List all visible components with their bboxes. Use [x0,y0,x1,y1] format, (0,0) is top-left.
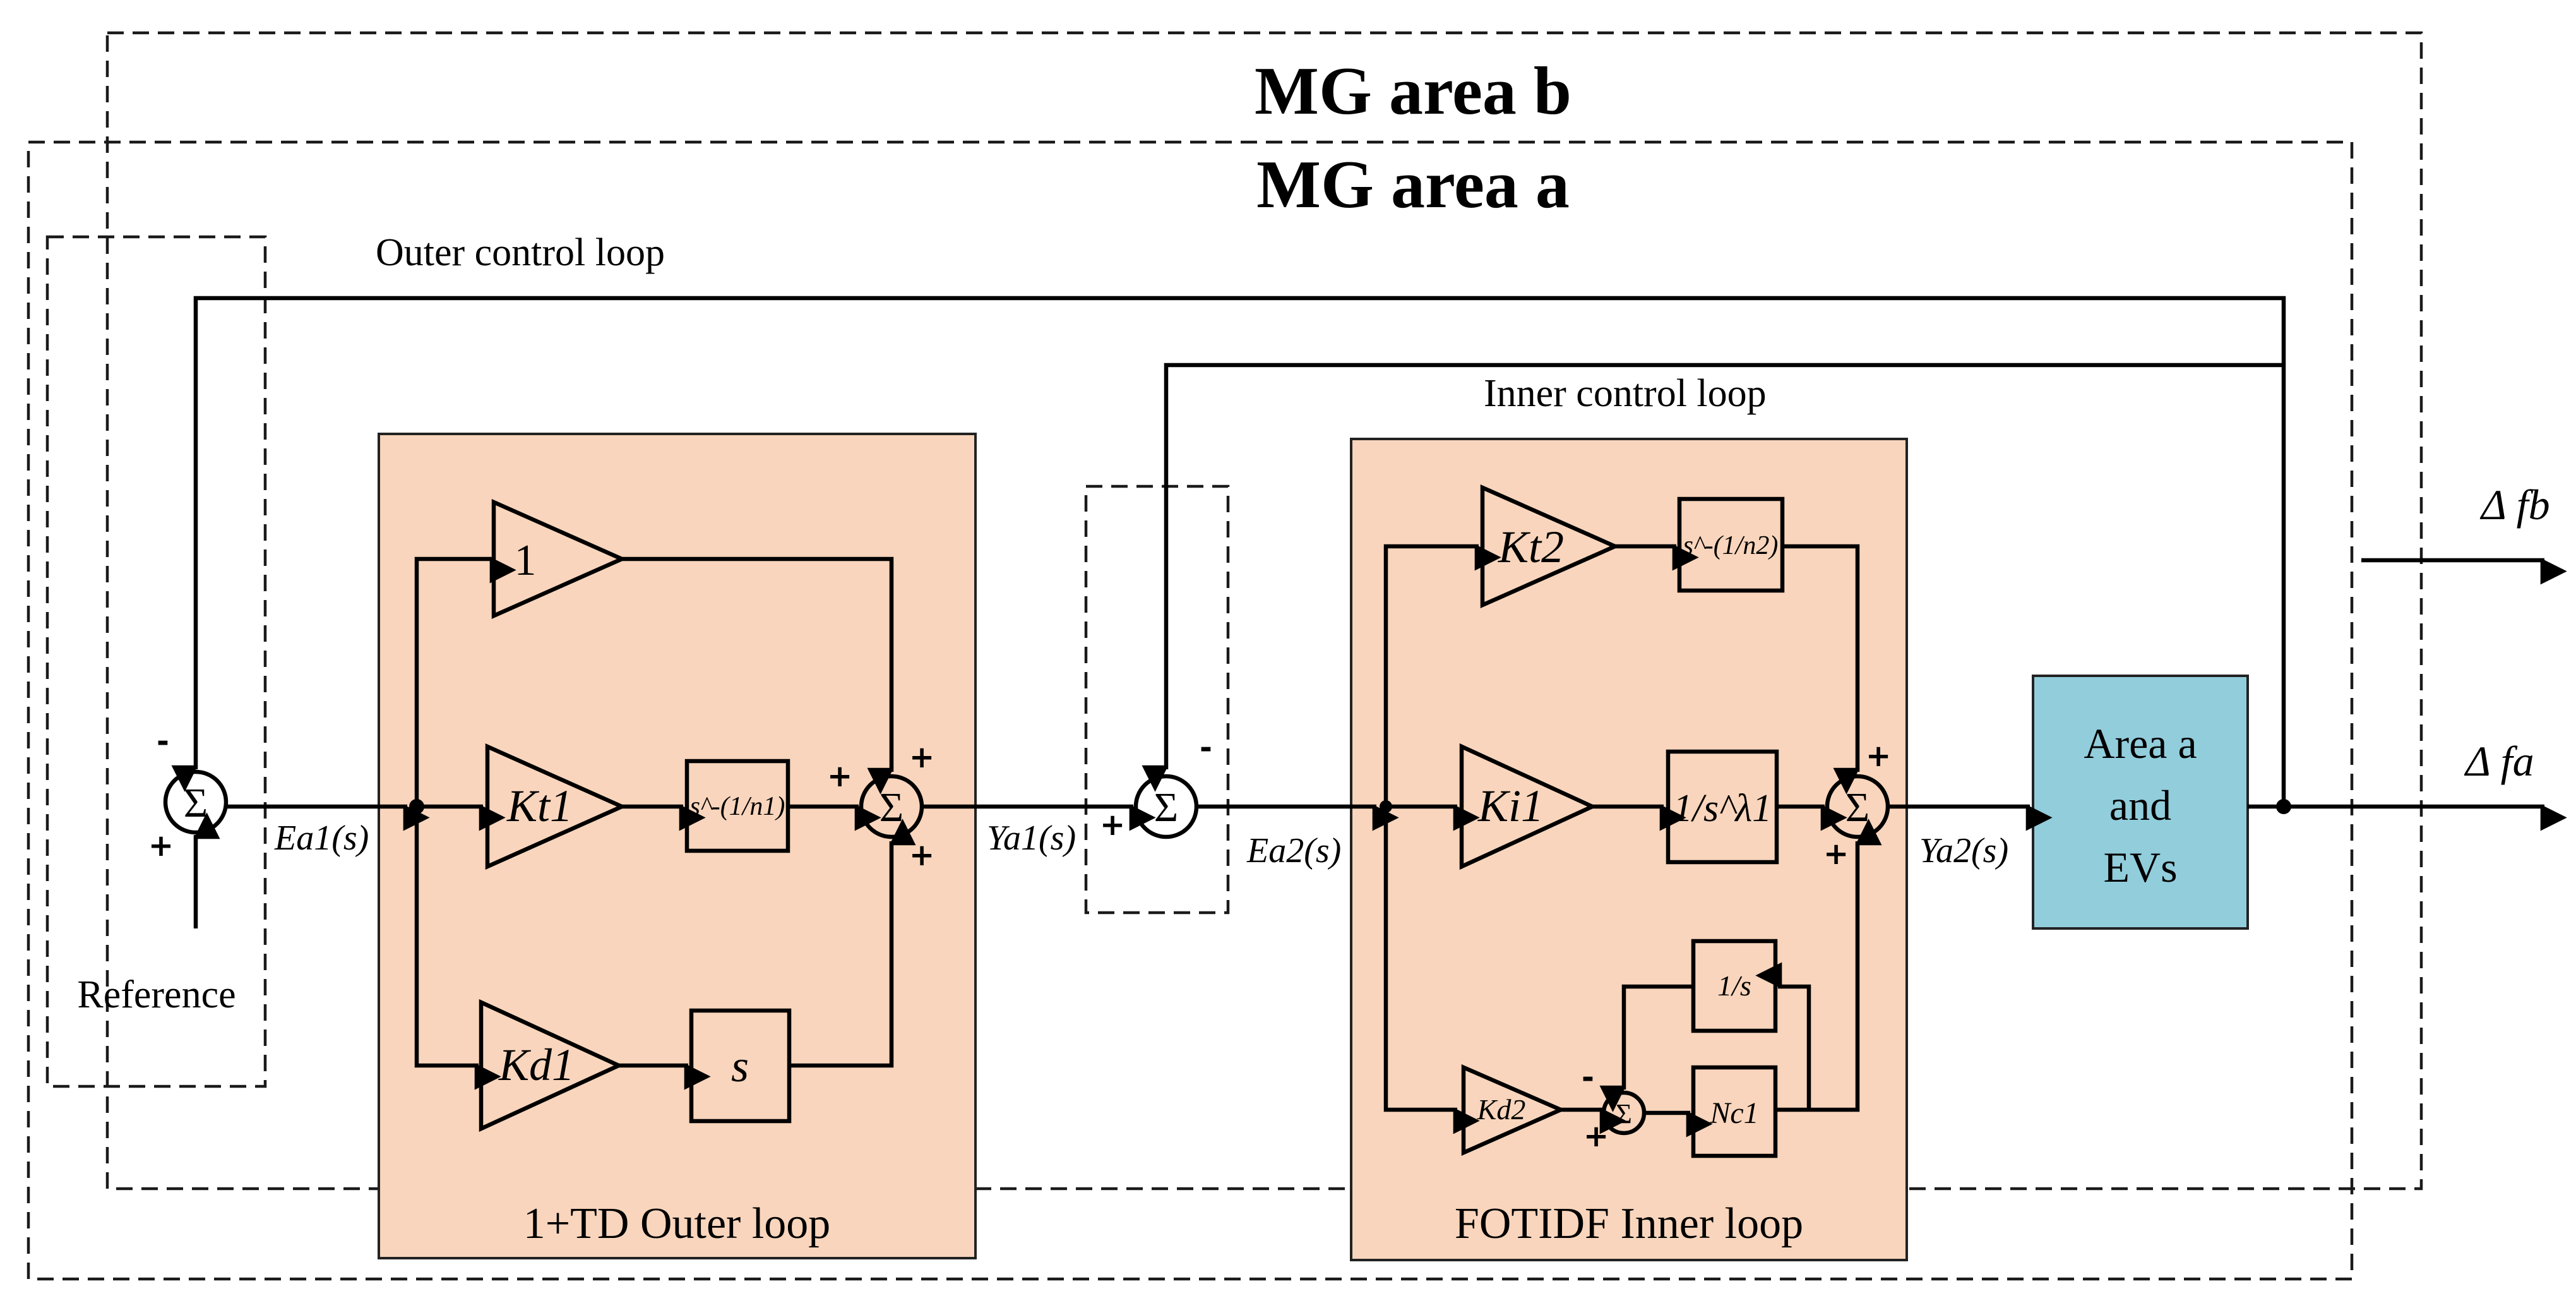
sum4-plus-bottom: + [1823,836,1849,872]
delta-fb-label: Δ fb [2479,481,2550,529]
inner-branch-bottom [1383,807,1480,1134]
fractional-integrator-label: 1/s^λ1 [1673,787,1772,830]
mg-area-b-panel [105,31,2423,1191]
gain-1-block [491,499,628,619]
gain-kt1-label: Kt1 [506,781,573,831]
ea2-label: Ea2(s) [1246,831,1341,870]
sum-symbol-4: Σ [1846,784,1869,831]
sum1-minus-sign: - [157,724,169,759]
plant-label-line1: Area a [2084,719,2197,767]
gain-ki1-block [1459,743,1597,870]
delta-fa-label: Δ fa [2464,737,2534,785]
ya1-label: Ya1(s) [987,819,1076,858]
sum-symbol-filter: Σ [1616,1098,1632,1129]
integrator-to-filter-sum [1599,984,1693,1112]
plant-label-line3: EVs [2103,843,2177,891]
nc1-output-path [1775,819,1882,1112]
mg-area-a-panel [27,140,2354,1281]
sum-junction-1 [163,769,229,835]
sum2-plus-bottom: + [909,838,934,873]
derivative-block-label: s [731,1041,749,1091]
inner-feedback-path [1142,363,2284,792]
sum3-minus-sign: - [1200,730,1212,766]
outer-control-loop-label: Outer control loop [376,231,665,274]
outer-feedback-path [171,296,2286,807]
derivative-output-path [789,819,916,1068]
filter-sum-minus-sign: - [1582,1060,1594,1095]
integrator-block-label: 1/s [1717,970,1751,1002]
filter-sum-plus-sign: + [1583,1119,1609,1154]
sum1-plus-sign: + [148,828,174,863]
fractional-block-1-label: s^-(1/n1) [690,792,785,821]
gain-kd1-label: Kd1 [498,1040,575,1090]
mg-area-a-title: MG area a [1256,147,1570,222]
plant-block [2032,675,2249,930]
inner-controller-box [1350,438,1908,1261]
gain-ki1-label: Ki1 [1477,781,1544,831]
ya2-label: Ya2(s) [1919,831,2008,870]
mg-area-b-title: MG area b [1255,54,1571,129]
gain-kt2-block [1480,484,1621,608]
fractional-block-2-label: s^-(1/n2) [1683,531,1779,560]
filter-gain-label: Nc1 [1709,1096,1758,1130]
gain-1-output-path [622,556,894,795]
outer-branch-bottom [414,807,501,1090]
sum-symbol-2: Σ [880,784,903,831]
sum4-plus-top: + [1866,738,1891,774]
ea1-label: Ea1(s) [274,819,369,858]
sum2-plus-left: + [827,759,852,794]
gain-kd2-label: Kd2 [1477,1093,1526,1126]
inner-control-loop-label: Inner control loop [1484,372,1767,415]
gain-kt2-label: Kt2 [1498,522,1564,572]
outer-controller-title: 1+TD Outer loop [523,1199,831,1248]
sum3-plus-sign: + [1100,807,1125,843]
outer-branch-top [414,556,516,807]
gain-kt1-block [485,743,627,870]
sum-symbol-1: Σ [184,780,208,826]
plant-label-line2: and [2109,781,2171,829]
sum2-plus-top: + [909,740,934,775]
output-branch-dot [2276,799,2291,814]
frac2-output-path [1782,544,1860,795]
reference-box [45,235,267,1088]
filter-feedback-to-integrator [1755,962,1811,1110]
gain-kd1-block [479,999,624,1132]
inner-branch-top [1383,544,1501,807]
inner-controller-title: FOTIDF Inner loop [1455,1199,1803,1248]
gain-1-label: 1 [515,536,537,585]
second-sum-box [1084,484,1230,915]
sum-symbol-3: Σ [1154,784,1178,831]
reference-label: Reference [77,973,236,1016]
outer-controller-box [378,433,977,1259]
gain-kd2-block [1461,1064,1566,1156]
